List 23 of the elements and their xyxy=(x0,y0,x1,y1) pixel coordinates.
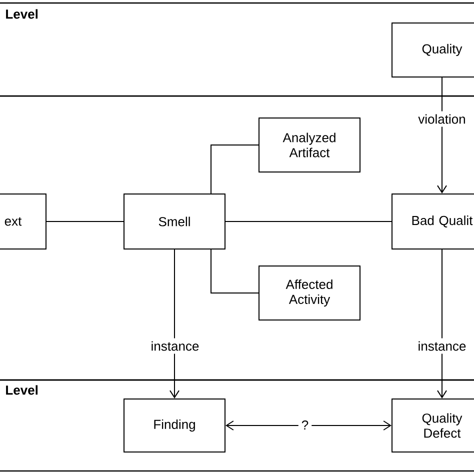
concept-box: Analyzed Artifact xyxy=(258,118,360,172)
concept-box: ext xyxy=(0,194,46,250)
connector-line xyxy=(225,221,392,222)
band-heading: Level xyxy=(6,385,38,395)
arrow xyxy=(170,249,180,398)
connector-line xyxy=(210,144,259,194)
concept-box: Smell xyxy=(124,194,226,250)
arrow xyxy=(437,77,447,194)
arrow xyxy=(437,249,447,398)
concept-box: Bad Qualit xyxy=(392,194,474,250)
edge-label: instance xyxy=(414,338,470,354)
band-heading: Level xyxy=(6,9,38,19)
connector-line xyxy=(210,249,259,294)
concept-box: Quality Defect xyxy=(392,398,474,452)
arrow xyxy=(226,420,392,430)
level-band xyxy=(0,379,474,472)
edge-label: instance xyxy=(148,338,202,354)
connector-line xyxy=(46,221,124,222)
concept-box: Quality xyxy=(392,22,474,78)
edge-label: violation xyxy=(415,111,469,127)
concept-box: Affected Activity xyxy=(258,266,360,320)
concept-box: Finding xyxy=(124,398,226,452)
edge-label: ? xyxy=(298,417,312,433)
